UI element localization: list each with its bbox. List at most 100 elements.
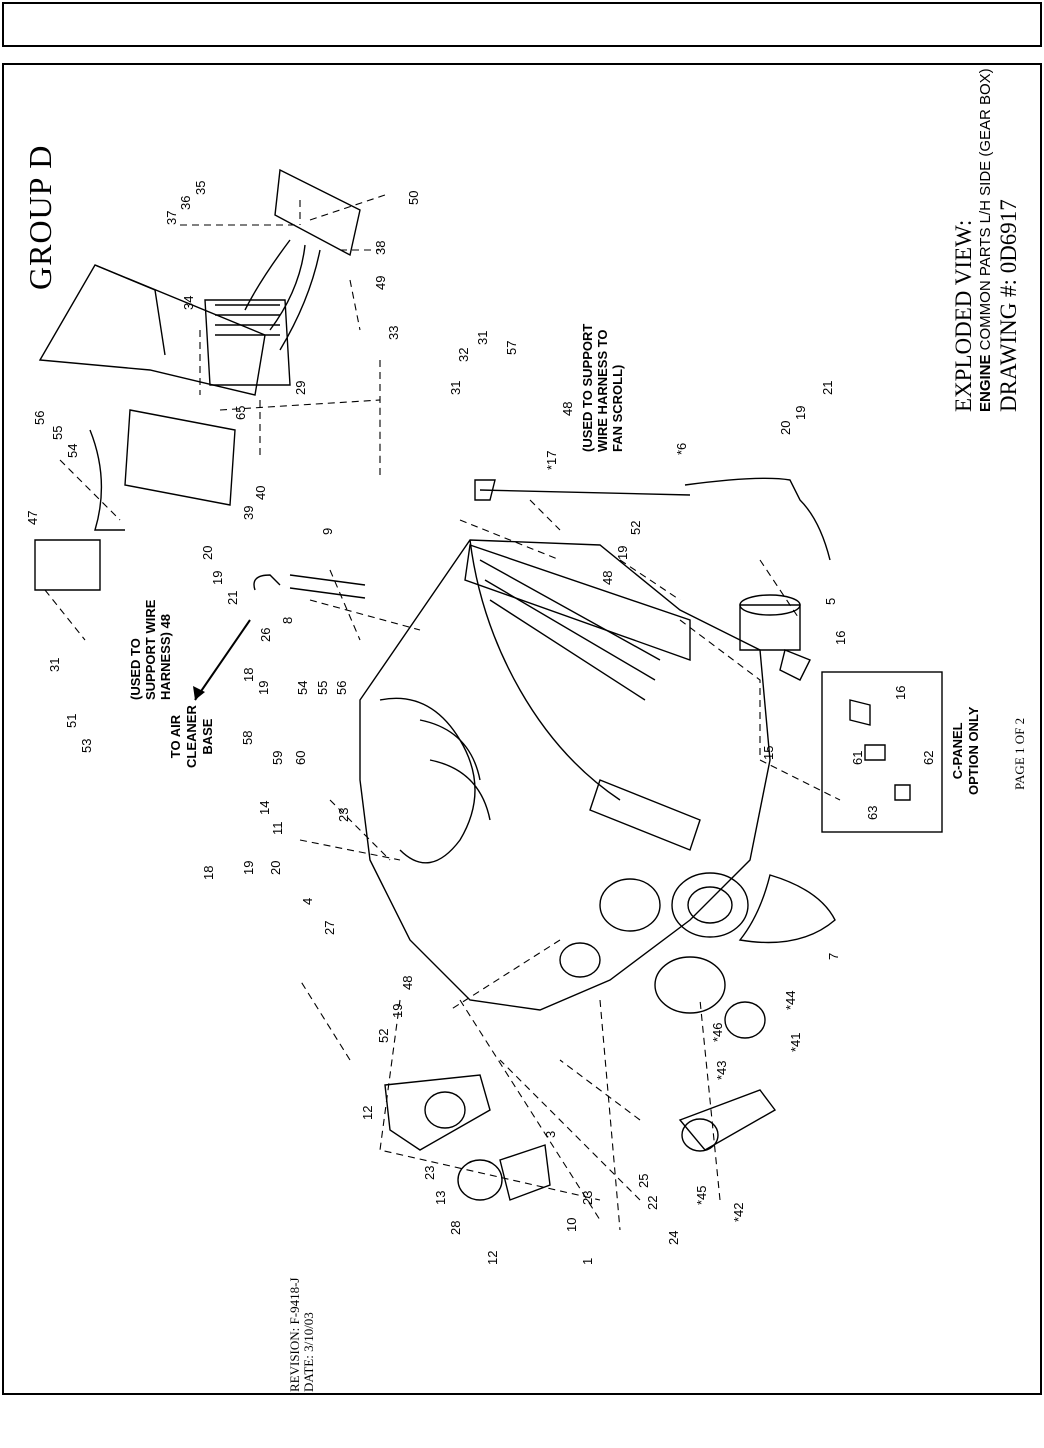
callout-13: 13 <box>433 1191 448 1205</box>
callout-28: 28 <box>448 1221 463 1235</box>
title-block: EXPLODED VIEW: ENGINE COMMON PARTS L/H S… <box>951 68 1022 412</box>
callout-19: 19 <box>256 681 271 695</box>
bracket-47-shape <box>34 539 101 591</box>
callout-61: 61 <box>850 751 865 765</box>
note-line: C-PANEL <box>950 722 965 780</box>
title-line2-rest: COMMON PARTS L/H SIDE (GEAR BOX) <box>977 68 994 355</box>
callout-38: 38 <box>373 241 388 255</box>
revision-block: REVISION: F-9418-J DATE: 3/10/03 <box>287 1277 316 1392</box>
callout-62: 62 <box>921 751 936 765</box>
callout-56: 56 <box>334 681 349 695</box>
callout-54: 54 <box>65 444 80 458</box>
callout-3: 3 <box>543 1131 558 1138</box>
callout-19: 19 <box>615 546 630 560</box>
callout-52: 52 <box>376 1029 391 1043</box>
idler-pulley-shape <box>654 956 726 1014</box>
callout-60: 60 <box>293 751 308 765</box>
callout-19: 19 <box>793 406 808 420</box>
bracket-3-shape <box>499 1144 551 1201</box>
callout-24: 24 <box>666 1231 681 1245</box>
header-box <box>2 2 1042 47</box>
callout-49: 49 <box>373 276 388 290</box>
crank-pulley-shape <box>671 872 749 938</box>
callout-18: 18 <box>201 866 216 880</box>
callout-34: 34 <box>181 296 196 310</box>
note-line: CLEANER <box>184 705 199 768</box>
callout-5: 5 <box>823 598 838 605</box>
callout-19: 19 <box>210 571 225 585</box>
callout-18: 18 <box>241 668 256 682</box>
callout-43: *43 <box>714 1060 729 1080</box>
callout-55: 55 <box>50 426 65 440</box>
callout-33: 33 <box>386 326 401 340</box>
callout-11: 11 <box>270 822 285 836</box>
callout-45: *45 <box>694 1185 709 1205</box>
note-line: SUPPORT WIRE <box>143 599 158 700</box>
callout-9: 9 <box>320 528 335 535</box>
note-line: FAN SCROLL) <box>610 364 625 452</box>
callout-19: 19 <box>241 861 256 875</box>
tensioner-shape <box>678 1089 777 1151</box>
callout-21: 21 <box>820 381 835 395</box>
callout-57: 57 <box>504 341 519 355</box>
callout-48: 48 <box>400 976 415 990</box>
wire-harness-shape <box>204 299 291 386</box>
callout-20: 20 <box>200 546 215 560</box>
callout-32: 32 <box>456 348 471 362</box>
callout-53: 53 <box>79 739 94 753</box>
callout-55: 55 <box>315 681 330 695</box>
callout-12: 12 <box>485 1251 500 1265</box>
drawing-number: DRAWING #: 0D6917 <box>996 199 1021 412</box>
callout-65: 65 <box>233 406 248 420</box>
callout-22: 22 <box>645 1196 660 1210</box>
pulley-28-shape <box>457 1159 503 1201</box>
callout-21: 21 <box>225 591 240 605</box>
note-line: BASE <box>200 718 215 755</box>
page-label: PAGE 1 OF 2 <box>1012 717 1027 790</box>
belt-shape <box>738 874 836 944</box>
callout-12: 12 <box>360 1106 375 1120</box>
callout-29: 29 <box>293 381 308 395</box>
callout-51: 51 <box>64 714 79 728</box>
bracket-12-shape <box>384 1074 491 1151</box>
revision-label: REVISION: F-9418-J <box>287 1277 302 1392</box>
callout-1: 1 <box>580 1258 595 1265</box>
callout-31: 31 <box>448 381 463 395</box>
callout-42: *42 <box>731 1202 746 1222</box>
callout-27: 27 <box>322 921 337 935</box>
callout-48: 48 <box>600 571 615 585</box>
callout-16: 16 <box>893 686 908 700</box>
callout-44: *44 <box>783 990 798 1010</box>
c-panel-box <box>821 671 943 833</box>
note-line: (USED TO SUPPORT <box>580 323 595 452</box>
valve-cover-shape <box>464 544 691 661</box>
hose-9-shape <box>289 574 366 599</box>
callout-35: 35 <box>193 181 208 195</box>
tube-6-shape <box>684 477 831 561</box>
callout-20: 20 <box>778 421 793 435</box>
callout-39: 39 <box>241 506 256 520</box>
callout-56: 56 <box>32 411 47 425</box>
ecu-bracket-shape <box>38 264 266 396</box>
callout-23: 23 <box>422 1166 437 1180</box>
note-c-panel: C-PANEL OPTION ONLY <box>950 707 982 795</box>
mounting-bracket-shape <box>124 409 236 506</box>
note-support-wire-harness: (USED TO SUPPORT WIRE HARNESS) 48 <box>128 600 173 700</box>
callout-54: 54 <box>295 681 310 695</box>
callout-52: 52 <box>628 521 643 535</box>
title-line2: ENGINE COMMON PARTS L/H SIDE (GEAR BOX) <box>976 68 996 412</box>
note-line: OPTION ONLY <box>966 706 981 795</box>
callout-23: 23 <box>580 1191 595 1205</box>
callout-63: 63 <box>865 806 880 820</box>
callout-19: 19 <box>390 1004 405 1018</box>
callout-15: 15 <box>761 746 776 760</box>
dipstick-17-shape <box>479 489 691 496</box>
note-fan-scroll: (USED TO SUPPORT WIRE HARNESS TO FAN SCR… <box>580 324 625 452</box>
callout-16: 16 <box>833 631 848 645</box>
group-title: GROUP D <box>22 144 58 290</box>
oil-filter-shape <box>739 604 801 651</box>
callout-46: *46 <box>710 1022 725 1042</box>
callout-47: 47 <box>25 511 40 525</box>
note-line: TO AIR <box>168 714 183 759</box>
